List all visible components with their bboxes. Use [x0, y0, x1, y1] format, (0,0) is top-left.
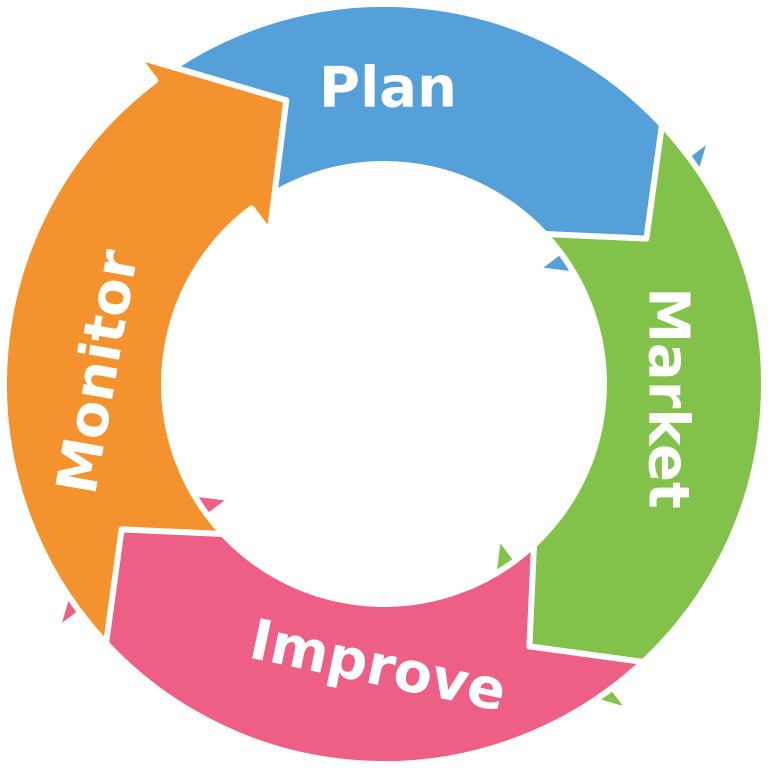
- arrow-segment-monitor: [0, 53, 290, 647]
- segment-label-market: Market: [636, 287, 701, 509]
- segment-label-plan: Plan: [319, 56, 457, 121]
